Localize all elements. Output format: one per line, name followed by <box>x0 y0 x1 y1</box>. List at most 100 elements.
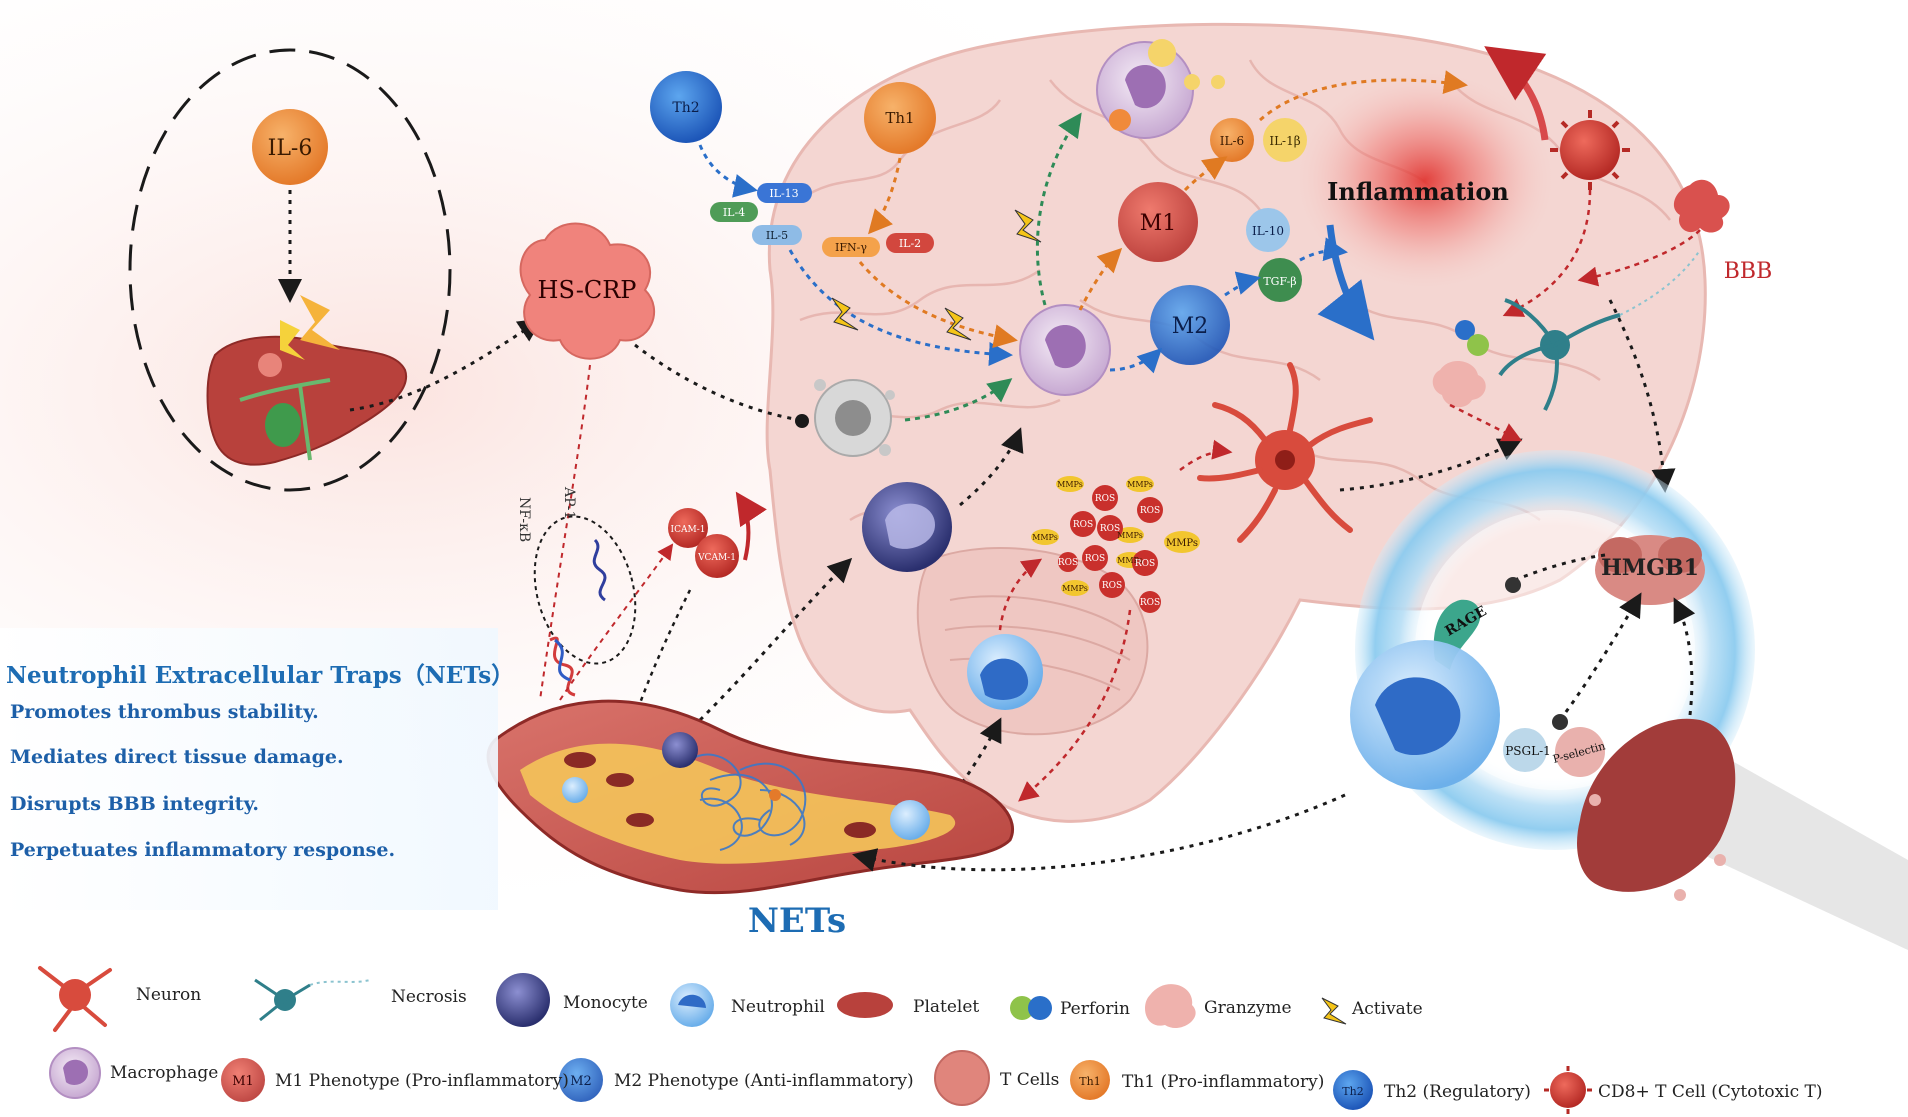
cd8-to-target-arrow <box>1502 189 1592 317</box>
legend-macrophage-label: Macrophage <box>110 1063 219 1083</box>
mmps-label: MMPs <box>1032 533 1058 542</box>
m1-node: M1 <box>1118 182 1198 262</box>
legend-platelet-label: Platelet <box>913 997 980 1017</box>
il6-label: IL-6 <box>268 136 313 161</box>
legend-m1-label: M1 Phenotype (Pro-inflammatory) <box>275 1071 569 1091</box>
macrophage-gray-icon <box>814 379 895 457</box>
legend-m2-icon: M2 <box>559 1058 603 1102</box>
liver-boundary <box>128 48 452 492</box>
liver-icon <box>206 335 408 466</box>
macrophage-to-top-arrow <box>1035 112 1082 306</box>
inflammation-label: Inflammation <box>1327 177 1509 206</box>
mrna-icon <box>592 538 607 602</box>
th1-to-ifn-arrow <box>868 157 902 235</box>
inflammation-down-arrow <box>1317 224 1375 341</box>
mmps-to-neuron-arrow <box>1179 439 1233 472</box>
il6-node: IL-6 <box>252 109 328 185</box>
macrophage-top-icon <box>1096 39 1225 139</box>
legend-neuron-label: Neuron <box>136 985 202 1005</box>
mmps-label: MMPs <box>1166 538 1198 549</box>
legend-m1-icon-label: M1 <box>232 1074 254 1089</box>
icam-node: ICAM-1 <box>668 508 708 548</box>
vcam-node: VCAM-1 <box>695 534 739 578</box>
legend-th1-icon-label: Th1 <box>1079 1075 1100 1088</box>
mmps-label: MMPs <box>1062 584 1088 593</box>
ros-label: ROS <box>1100 524 1120 534</box>
m1-label: M1 <box>1140 211 1177 236</box>
blood-vessel-icon <box>486 699 1014 895</box>
legend-platelet-icon <box>837 992 893 1018</box>
cytokine-pills: IL-13 IL-4 IL-5 IFN-γ IL-2 <box>710 183 934 257</box>
il5-label: IL-5 <box>766 229 788 242</box>
hscrp-to-macrophage-arrow <box>634 343 801 422</box>
lightning-icon <box>280 320 305 360</box>
pselectin-node: P-selectin <box>1551 727 1607 777</box>
vessel-to-icam-arrow <box>559 543 674 701</box>
legend-monocyte-label: Monocyte <box>563 993 648 1013</box>
th1-label: Th1 <box>885 109 914 127</box>
neuron-icon <box>1197 362 1373 543</box>
ros-label: ROS <box>1095 494 1115 504</box>
legend-neutrophil-icon <box>670 983 714 1027</box>
ros-to-vessel-arrow <box>1018 609 1132 802</box>
arrow-end-dot <box>1552 714 1568 730</box>
legend-cd8-icon <box>1544 1066 1592 1114</box>
legend-neuron-icon <box>38 966 112 1032</box>
hs-crp-label: HS-CRP <box>538 276 637 304</box>
psgl1-to-hmgb1-arrow <box>1558 592 1642 721</box>
legend-t-cells-label: T Cells <box>1000 1070 1060 1090</box>
legend-activate-icon <box>1321 997 1347 1025</box>
nets-info-item: Mediates direct tissue damage. <box>10 746 344 768</box>
macrophage-to-m2-arrow <box>1109 347 1163 374</box>
bbb-to-neuron-arrow <box>1577 229 1701 287</box>
il13-label: IL-13 <box>769 187 798 200</box>
psgl1-node: PSGL-1 <box>1503 728 1551 772</box>
nets-info-item: Promotes thrombus stability. <box>10 701 319 723</box>
legend-m1-icon: M1 <box>221 1058 265 1102</box>
adhesion-up-arrow <box>735 491 767 561</box>
vessel-to-monocyte-arrow <box>698 557 853 722</box>
m2-to-tgfb-arrow <box>1224 271 1261 297</box>
legend-activate-label: Activate <box>1352 999 1423 1019</box>
m2-label: M2 <box>1172 314 1209 339</box>
ros-label: ROS <box>1135 559 1155 569</box>
il6-small-node: IL-6 <box>1210 118 1254 162</box>
ros-label: ROS <box>1073 520 1093 530</box>
legend-granzyme-icon <box>1145 984 1196 1029</box>
legend-m2-icon-label: M2 <box>570 1074 592 1089</box>
legend-granzyme-label: Granzyme <box>1204 998 1292 1018</box>
ros-label: ROS <box>1140 506 1160 516</box>
vcam-label: VCAM-1 <box>697 553 736 563</box>
legend-t-cell-icon <box>934 1050 990 1106</box>
legend-m2-label: M2 Phenotype (Anti-inflammatory) <box>614 1071 914 1091</box>
il4-label: IL-4 <box>723 206 745 219</box>
legend-th2-icon: Th2 <box>1333 1070 1373 1110</box>
legend-perforin-icon <box>1010 996 1052 1020</box>
legend-necrosis-label: Necrosis <box>391 987 467 1007</box>
mmps-label: MMPs <box>1127 480 1153 489</box>
gray-to-macrophage-arrow <box>904 378 1013 422</box>
legend-th1-icon: Th1 <box>1070 1060 1110 1100</box>
hs-crp-node: HS-CRP <box>519 222 656 360</box>
perforin-icon <box>1455 320 1489 356</box>
legend-th1-label: Th1 (Pro-inflammatory) <box>1122 1072 1325 1092</box>
ros-label: ROS <box>1140 598 1160 608</box>
necrosis-icon <box>1498 249 1701 411</box>
granzyme-to-neuron-arrow <box>1449 403 1523 442</box>
lightning-icon <box>300 295 340 350</box>
lightning-icon <box>1014 209 1042 243</box>
bbb-label: BBB <box>1724 259 1773 284</box>
bbb-icon <box>1673 179 1730 233</box>
legend-monocyte-icon <box>496 973 550 1027</box>
neutrophil-large-icon <box>1350 640 1500 790</box>
nets-label: NETs <box>748 901 846 941</box>
legend-macrophage-icon <box>49 1047 101 1099</box>
necrosis-to-hmgb1-arrow <box>1608 299 1676 493</box>
inflammation-up-arrow <box>1484 46 1549 141</box>
macrophage-icon <box>1019 304 1111 396</box>
monocyte-icon <box>862 482 952 572</box>
ros-label: ROS <box>1085 554 1105 564</box>
lightning-icon <box>831 297 859 331</box>
cd8-t-cell-icon <box>1550 110 1630 190</box>
